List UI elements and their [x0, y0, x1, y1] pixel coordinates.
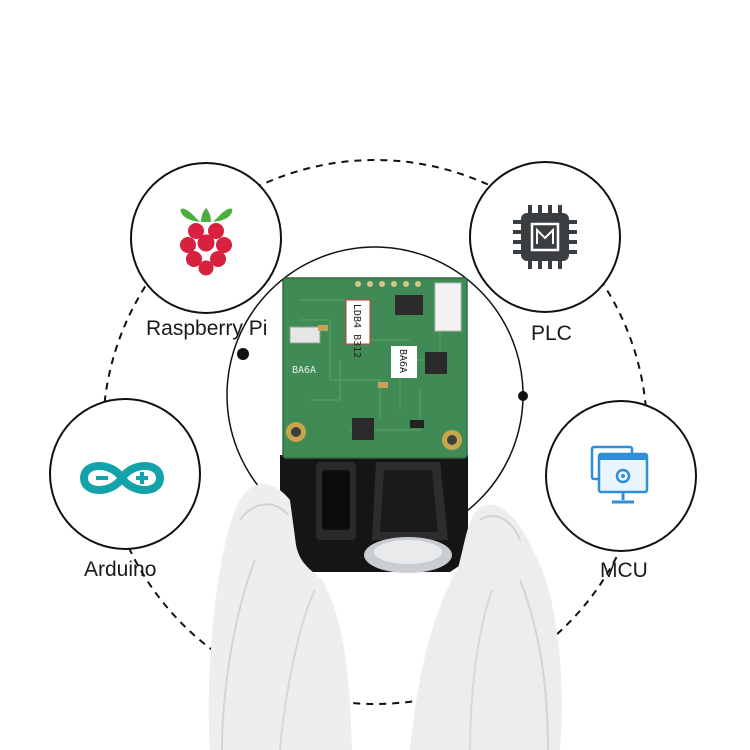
- mcu-node: [545, 400, 697, 552]
- cpu-chip-icon: [513, 205, 577, 269]
- laser-module-pcb: LDB4 B312 BA6A BA6A: [282, 277, 468, 459]
- monitor-settings-icon: [590, 445, 649, 504]
- arduino-infinity-icon: [79, 462, 165, 494]
- pcb-sticker-1: LDB4 B312: [351, 304, 362, 358]
- arduino-node: [49, 398, 201, 550]
- raspberry-pi-icon: [180, 208, 233, 276]
- mcu-label: MCU: [600, 559, 648, 582]
- connector-dot-left: [237, 348, 249, 360]
- laser-module-housing: [280, 455, 468, 573]
- plc-label: PLC: [531, 322, 572, 345]
- arduino-label: Arduino: [84, 558, 157, 581]
- raspberry-pi-node: [130, 162, 282, 314]
- plc-node: [469, 161, 621, 313]
- pcb-sticker-2: BA6A: [397, 349, 408, 373]
- pcb-silk-text: BA6A: [292, 365, 316, 376]
- left-gloved-hand: [208, 483, 352, 750]
- connector-dot-right: [518, 391, 528, 401]
- right-gloved-hand: [410, 504, 562, 750]
- raspberry-pi-label: Raspberry Pi: [146, 317, 268, 340]
